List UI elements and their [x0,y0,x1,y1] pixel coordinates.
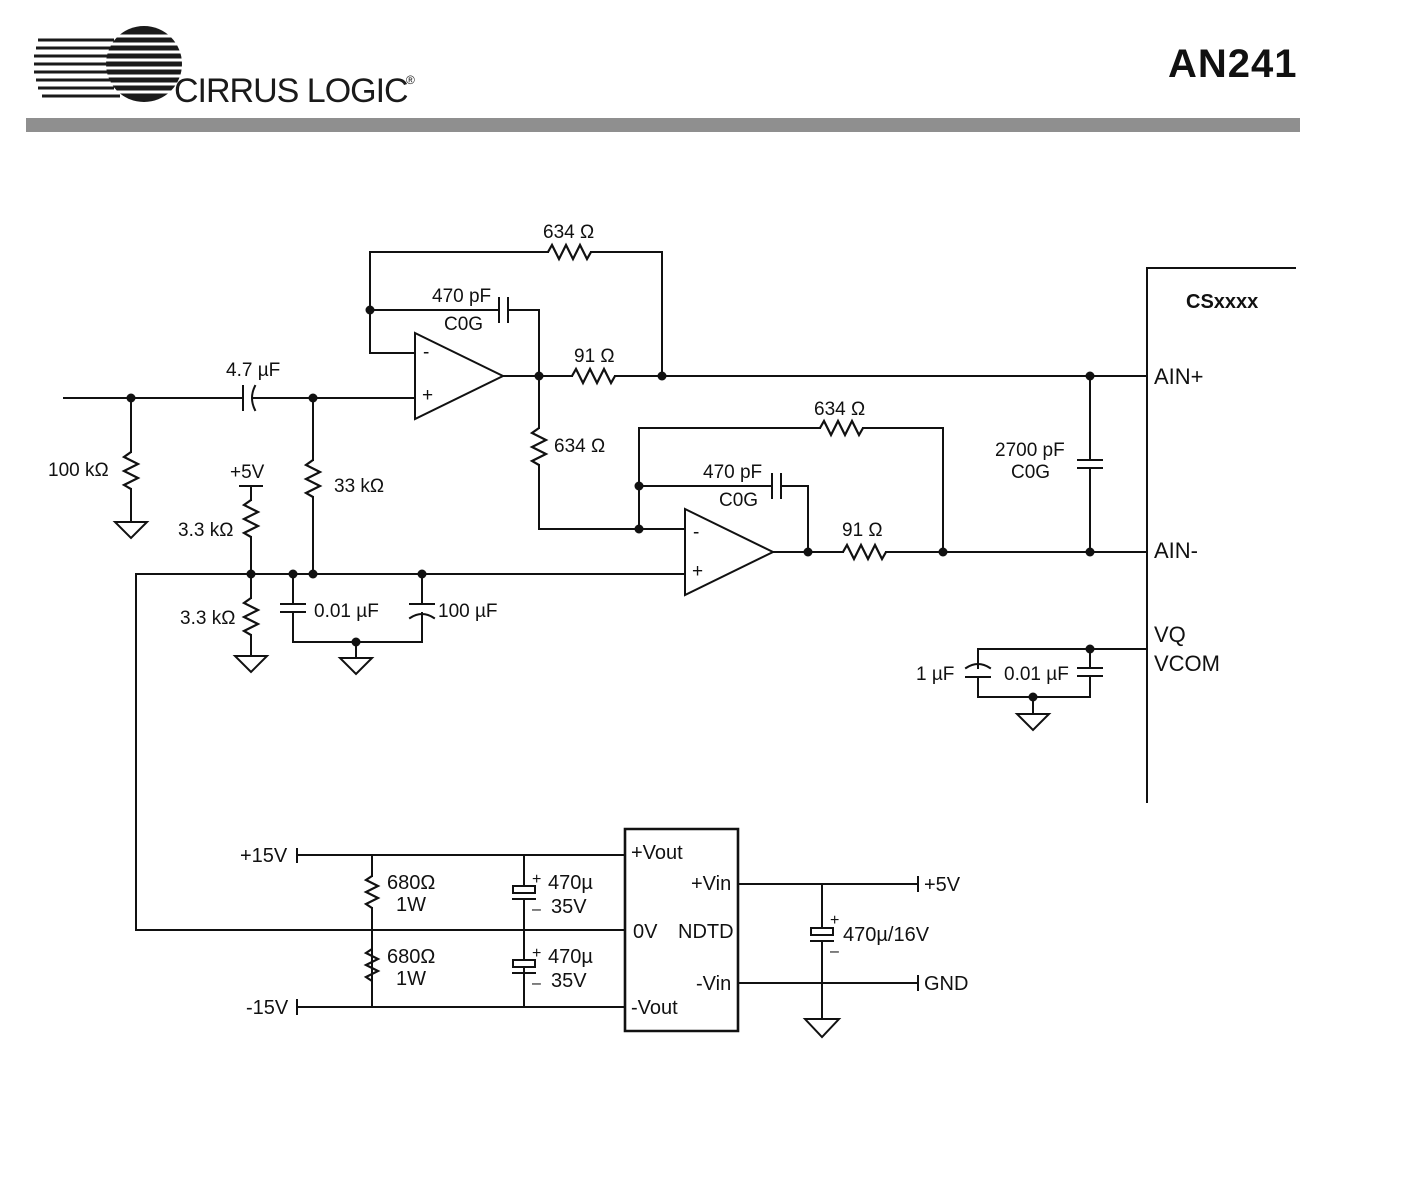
document-id: AN241 [1168,42,1298,86]
input-resistor-label: 100 kΩ [48,460,109,481]
vq-cap-small-label: 0.01 µF [1004,664,1069,685]
out-cap-bottom-plus: + [532,945,541,962]
differential-capacitor [1077,375,1103,553]
out-cap-bottom-label: 470µ [548,946,593,968]
decoupling-small-label: 0.01 µF [314,601,379,622]
top-opamp-inverting-label: - [423,342,429,363]
module-pin-vout-minus: -Vout [631,997,678,1019]
bias-resistor [303,397,323,575]
cirrus-logic-logo: CIRRUS LOGIC ® [34,26,415,110]
load-resistor-top-power: 1W [396,894,426,916]
adc-name: CSxxxx [1186,291,1258,313]
out-cap-top-minus: – [532,901,541,918]
vq-cap-large [964,663,992,698]
input-cap [802,883,842,1039]
load-resistor-top-label: 680Ω [387,872,435,894]
bias-supply-label: +5V [230,462,265,483]
load-resistor-bottom [363,948,381,982]
decoupling-cap-large [408,573,436,643]
input-supply-label: +5V [924,874,961,896]
module-pin-0v: 0V [633,921,658,943]
top-feedback-cap-label: 470 pF [432,286,491,307]
logo-swoosh-mark [34,26,184,102]
bias-network: +5V 3.3 kΩ 3.3 kΩ 0.01 µF 100 µF [135,462,683,676]
coupling-cap-label: 4.7 µF [226,360,280,381]
adc-pin-vq: VQ [1154,622,1186,647]
top-output-resistor-label: 91 Ω [574,346,615,367]
top-opamp-noninverting-label: + [422,385,433,406]
adc-pin-ain-minus: AIN- [1154,538,1198,563]
out-cap-bottom-voltage: 35V [551,970,587,992]
coupling-capacitor [242,384,257,412]
load-resistor-bottom-label: 680Ω [387,946,435,968]
out-cap-top-plus: + [532,871,541,888]
bottom-feedback-resistor-label: 634 Ω [814,399,865,420]
bottom-output-resistor-label: 91 Ω [842,520,883,541]
top-feedback-cap-type: C0G [444,314,483,335]
differential-cap-label: 2700 pF [995,440,1065,461]
input-cap-minus: – [830,943,839,960]
header-rule [26,118,1300,132]
decoupling-large-label: 100 µF [438,601,498,622]
logo-registered-mark: ® [406,73,415,87]
decoupling-cap-small [280,573,423,643]
top-feedback-resistor-label: 634 Ω [543,222,594,243]
module-pin-vout-plus: +Vout [631,842,683,864]
load-resistor-top [363,854,381,1008]
out-cap-top-voltage: 35V [551,896,587,918]
bottom-feedback-cap-type: C0G [719,490,758,511]
output-cap-top [512,854,536,1008]
rail-minus-label: -15V [246,997,289,1019]
adc-block: CSxxxx AIN+ AIN- VQ VCOM 2700 pF C0G 1 µ… [916,267,1296,803]
module-pin-vin-plus: +Vin [691,873,731,895]
input-ground-label: GND [924,973,968,995]
divider-top-label: 3.3 kΩ [178,520,233,541]
bottom-opamp-inverting-label: - [693,522,699,543]
bottom-feedback-cap-label: 470 pF [703,462,762,483]
top-opamp-stage: - + 634 Ω 470 pF C0G 91 Ω [365,222,1148,421]
vq-cap-small [977,648,1103,698]
bottom-input-resistor-label: 634 Ω [554,436,605,457]
module-name: NDTD [678,921,734,943]
differential-cap-type: C0G [1011,462,1050,483]
bottom-opamp-noninverting-label: + [692,561,703,582]
input-cap-plus: + [830,912,839,929]
input-cap-label: 470µ/16V [843,924,930,946]
bias-resistor-label: 33 kΩ [334,476,384,497]
input-resistor [112,397,150,540]
output-cap-bottom [512,959,536,974]
bottom-opamp-stage: 634 Ω - + 634 Ω 470 pF C0G 91 Ω [529,375,1148,597]
logo-wordmark: CIRRUS LOGIC [174,72,408,110]
out-cap-top-label: 470µ [548,872,593,894]
power-supply: +Vout 0V -Vout +Vin NDTD -Vin +15V -15V … [135,573,968,1039]
module-pin-vin-minus: -Vin [696,973,731,995]
adc-pin-vcom: VCOM [1154,651,1220,676]
divider-bottom-label: 3.3 kΩ [180,608,235,629]
load-resistor-bottom-power: 1W [396,968,426,990]
vq-cap-large-label: 1 µF [916,664,954,685]
rail-plus-label: +15V [240,845,288,867]
out-cap-bottom-minus: – [532,975,541,992]
input-stage: 4.7 µF 100 kΩ 33 kΩ [48,360,414,575]
adc-pin-ain-plus: AIN+ [1154,364,1204,389]
